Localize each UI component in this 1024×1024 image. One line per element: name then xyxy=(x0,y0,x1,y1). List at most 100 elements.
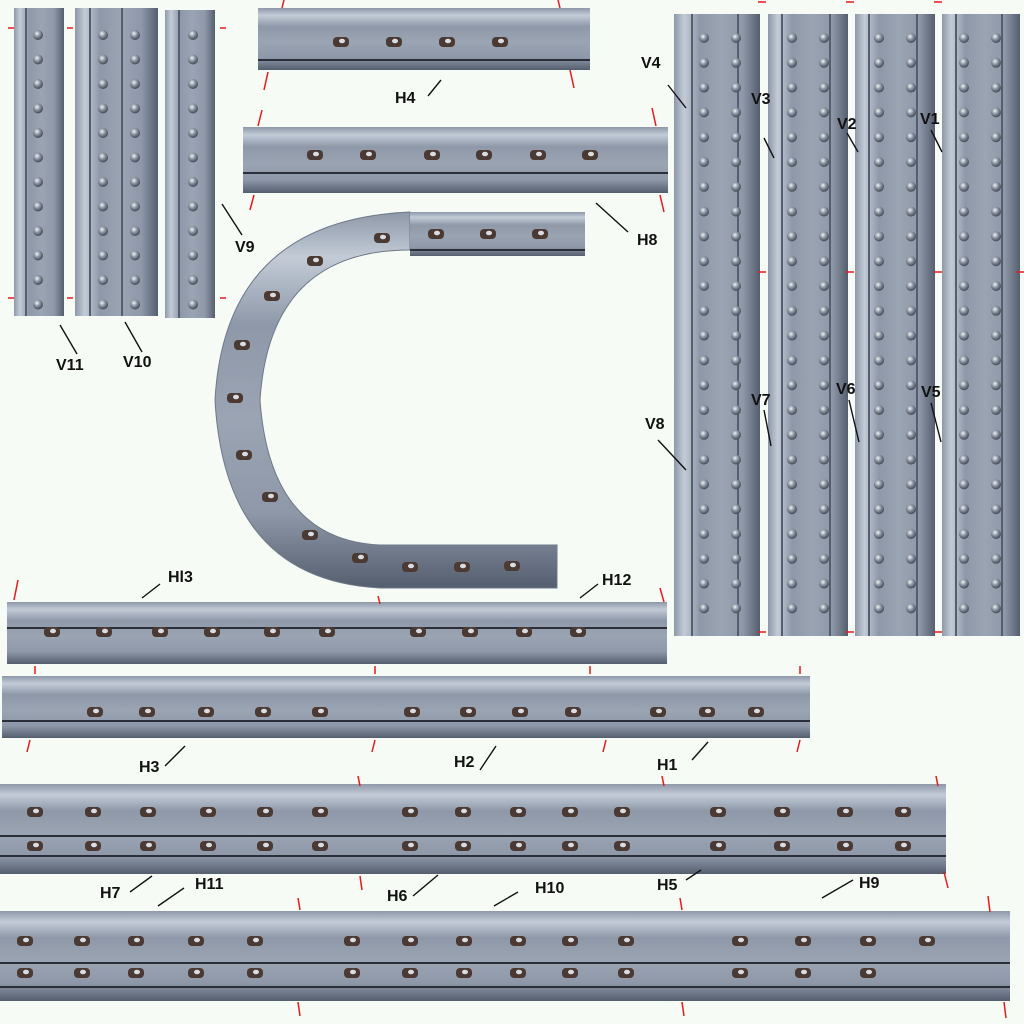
rivet-icon xyxy=(33,79,43,89)
cut-mark xyxy=(13,579,19,601)
rivet-icon xyxy=(130,275,140,285)
rivet-icon xyxy=(731,132,741,143)
rivet-icon xyxy=(819,553,829,564)
bolt-highlight xyxy=(656,708,662,714)
rivet-icon xyxy=(699,82,709,93)
rivet-icon xyxy=(731,504,741,515)
rivet-icon xyxy=(991,330,1001,341)
rivet-icon xyxy=(959,206,969,217)
rivet-icon xyxy=(98,30,108,40)
rivet-icon xyxy=(959,454,969,465)
rivet-icon xyxy=(959,330,969,341)
rivet-icon xyxy=(33,177,43,187)
rivet-icon xyxy=(874,578,884,589)
rivet-icon xyxy=(906,553,916,564)
bolt-highlight xyxy=(780,842,786,848)
bolt-highlight xyxy=(23,969,29,975)
rivet-icon xyxy=(33,152,43,163)
rail-piece-v10 xyxy=(75,8,158,316)
bolt-highlight xyxy=(270,628,276,634)
rivet-icon xyxy=(699,380,709,391)
rivet-icon xyxy=(906,454,916,465)
leader-line xyxy=(846,132,859,153)
rivet-icon xyxy=(819,504,829,515)
leader-line xyxy=(493,891,519,907)
rivet-icon xyxy=(98,226,108,236)
cut-mark xyxy=(359,875,363,891)
rivet-icon xyxy=(188,79,198,89)
bolt-highlight xyxy=(486,230,492,236)
bolt-highlight xyxy=(350,937,356,943)
bolt-highlight xyxy=(466,708,472,714)
label-v10: V10 xyxy=(123,354,152,371)
rivet-icon xyxy=(874,504,884,515)
rivet-icon xyxy=(787,33,797,43)
rivet-icon xyxy=(819,256,829,267)
rivet-icon xyxy=(33,275,43,285)
bolt-highlight xyxy=(588,151,594,157)
rivet-icon xyxy=(731,405,741,415)
cut-mark xyxy=(263,71,269,91)
bolt-highlight xyxy=(102,628,108,634)
rivet-icon xyxy=(731,479,741,490)
bolt-highlight xyxy=(23,937,29,943)
bolt-highlight xyxy=(233,394,239,400)
leader-line xyxy=(657,439,687,471)
rivet-icon xyxy=(959,429,969,440)
bolt-highlight xyxy=(522,628,528,634)
rivet-icon xyxy=(188,275,198,285)
label-hl3: Hl3 xyxy=(168,569,193,586)
cut-mark xyxy=(1003,1001,1007,1019)
rivet-icon xyxy=(819,281,829,291)
rivet-icon xyxy=(991,256,1001,267)
rivet-icon xyxy=(874,281,884,291)
rail-piece-h1-h3 xyxy=(2,676,810,738)
rivet-icon xyxy=(906,206,916,217)
rivet-icon xyxy=(959,553,969,564)
rivet-icon xyxy=(906,305,916,316)
rail-piece-v3-v7 xyxy=(768,14,848,636)
rivet-icon xyxy=(188,128,198,138)
bolt-highlight xyxy=(206,808,212,814)
rivet-icon xyxy=(33,54,43,65)
rivet-icon xyxy=(787,553,797,564)
rivet-icon xyxy=(699,504,709,515)
rivet-icon xyxy=(819,578,829,589)
rivet-icon xyxy=(906,429,916,440)
rivet-icon xyxy=(959,132,969,143)
rivet-icon xyxy=(819,355,829,366)
label-h7: H7 xyxy=(100,885,121,902)
rivet-icon xyxy=(819,305,829,316)
rivet-icon xyxy=(959,355,969,366)
label-v8: V8 xyxy=(645,416,665,433)
rivet-icon xyxy=(731,429,741,440)
rivet-icon xyxy=(991,132,1001,143)
label-v3: V3 xyxy=(751,91,771,108)
rivet-icon xyxy=(787,578,797,589)
bolt-highlight xyxy=(716,808,722,814)
rivet-icon xyxy=(959,529,969,539)
rivet-icon xyxy=(699,281,709,291)
rivet-icon xyxy=(699,157,709,167)
rivet-icon xyxy=(787,82,797,93)
bolt-highlight xyxy=(210,628,216,634)
bolt-highlight xyxy=(468,628,474,634)
rivet-icon xyxy=(991,380,1001,391)
leader-line xyxy=(479,745,497,771)
rivet-icon xyxy=(906,231,916,242)
rivet-icon xyxy=(787,405,797,415)
rivet-icon xyxy=(959,33,969,43)
rivet-icon xyxy=(819,603,829,614)
rivet-icon xyxy=(874,107,884,118)
rivet-icon xyxy=(959,578,969,589)
bolt-highlight xyxy=(416,628,422,634)
rivet-icon xyxy=(731,380,741,391)
rivet-icon xyxy=(33,250,43,261)
rivet-icon xyxy=(130,299,140,310)
rivet-icon xyxy=(991,33,1001,43)
rivet-icon xyxy=(98,275,108,285)
bolt-highlight xyxy=(754,708,760,714)
bolt-highlight xyxy=(536,151,542,157)
